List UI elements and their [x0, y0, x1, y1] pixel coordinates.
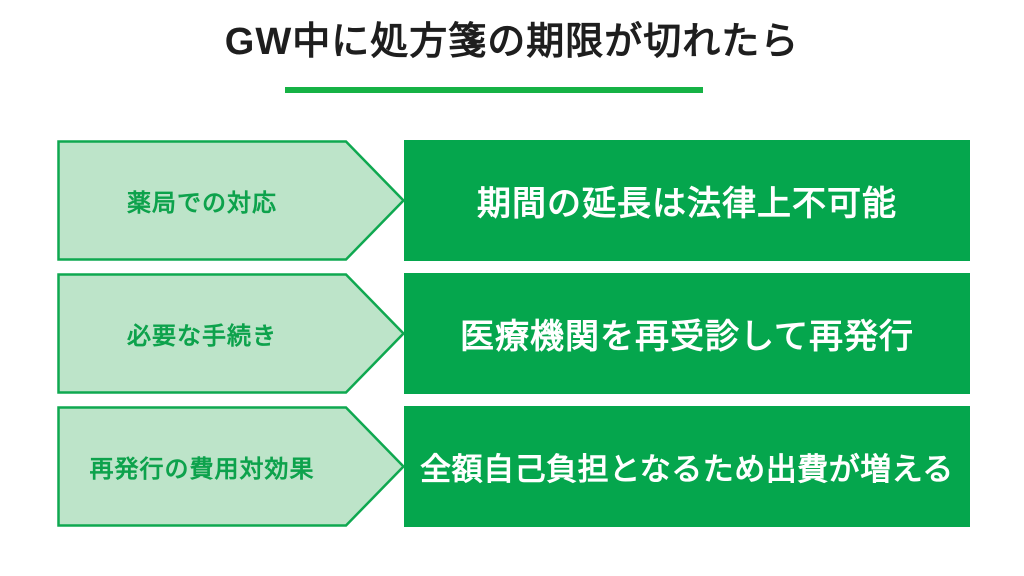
row-description: 全額自己負担となるため出費が増える: [404, 406, 970, 527]
row-label: 薬局での対応: [127, 190, 277, 217]
row-required-procedure: 必要な手続き 医療機関を再受診して再発行: [0, 273, 1024, 394]
title-underline: [285, 87, 703, 93]
row-label: 再発行の費用対効果: [89, 456, 315, 483]
row-pharmacy-response: 薬局での対応 期間の延長は法律上不可能: [0, 140, 1024, 261]
row-description: 期間の延長は法律上不可能: [404, 140, 970, 261]
arrow-label-shape: 薬局での対応: [57, 140, 405, 261]
arrow-pentagon-icon: [57, 406, 405, 527]
page-title: GW中に処方箋の期限が切れたら: [224, 21, 800, 63]
row-description: 医療機関を再受診して再発行: [404, 273, 970, 394]
arrow-label-shape: 再発行の費用対効果: [57, 406, 405, 527]
row-label: 必要な手続き: [127, 323, 277, 350]
arrow-pentagon-icon: [57, 140, 405, 261]
row-reissue-cost: 再発行の費用対効果 全額自己負担となるため出費が増える: [0, 406, 1024, 527]
arrow-label-shape: 必要な手続き: [57, 273, 405, 394]
arrow-pentagon-icon: [57, 273, 405, 394]
